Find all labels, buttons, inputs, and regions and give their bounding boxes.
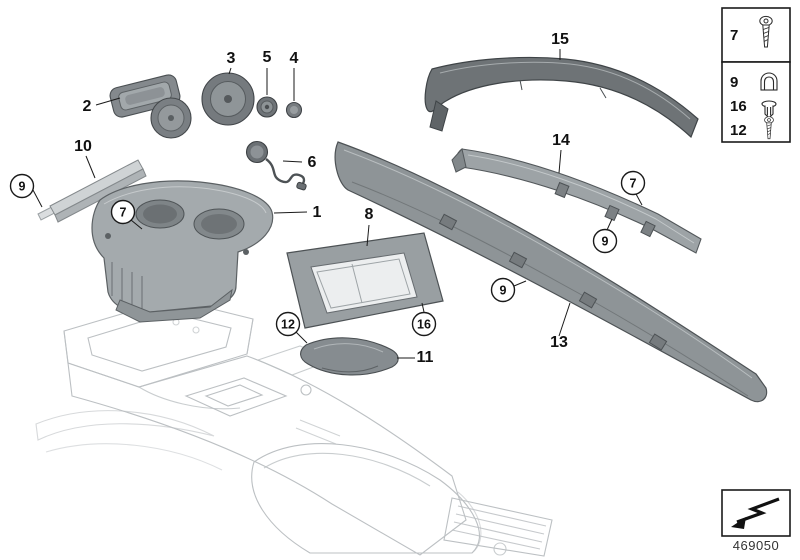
callout-3[interactable]: 3	[227, 50, 236, 67]
part-1-cupholder	[91, 180, 274, 323]
callout-8[interactable]: 8	[365, 206, 374, 223]
balloon-9-left-label: 9	[19, 180, 26, 194]
callout-10[interactable]: 10	[74, 138, 92, 155]
balloon-9-trim14-label: 9	[602, 235, 609, 249]
spring-clip-icon	[760, 72, 778, 91]
part-13-side-trim	[334, 141, 768, 403]
balloon-7-console[interactable]: 7	[110, 199, 136, 225]
part-5-socket	[256, 96, 278, 118]
part-14-trim-strip	[451, 147, 702, 254]
part-15-armrest-trim	[424, 56, 699, 139]
part-4-cap	[285, 101, 303, 119]
drawing-number: 469050	[733, 538, 779, 553]
balloon-9-left[interactable]: 9	[9, 173, 35, 199]
callout-2[interactable]: 2	[83, 98, 92, 115]
part-10-trim-strip	[37, 159, 147, 223]
balloon-9-trim13[interactable]: 9	[490, 277, 516, 303]
callout-4[interactable]: 4	[290, 50, 299, 67]
fold-arrow-icon	[736, 497, 780, 524]
callout-6[interactable]: 6	[308, 154, 317, 171]
legend-16-label: 16	[730, 98, 747, 115]
legend-7-label: 7	[730, 27, 738, 44]
direction-symbol-box	[721, 489, 791, 537]
balloon-12-bracket-label: 12	[281, 318, 295, 332]
callout-14[interactable]: 14	[552, 132, 570, 149]
callout-1[interactable]: 1	[313, 204, 322, 221]
leader-lines	[32, 49, 643, 359]
balloon-7-trim14-label: 7	[630, 177, 637, 191]
callout-15[interactable]: 15	[551, 31, 569, 48]
legend-box-clips[interactable]: 9 16 12	[721, 61, 791, 143]
part-3-coasters	[150, 72, 255, 139]
callout-13[interactable]: 13	[550, 334, 568, 351]
balloon-7-trim14[interactable]: 7	[620, 170, 646, 196]
balloon-9-trim13-label: 9	[500, 284, 507, 298]
legend-9-label: 9	[730, 74, 738, 91]
legend-12-label: 12	[730, 122, 747, 139]
part-8-trim-frame	[286, 232, 444, 329]
legend-box-screw7[interactable]: 7	[721, 7, 791, 63]
balloon-9-trim14[interactable]: 9	[592, 228, 618, 254]
balloon-7-console-label: 7	[120, 206, 127, 220]
balloon-16-frame-label: 16	[417, 318, 431, 332]
callout-11[interactable]: 11	[417, 349, 434, 366]
part-6-socket-cable	[245, 140, 307, 191]
fold-arrow-head	[731, 517, 746, 529]
callout-5[interactable]: 5	[263, 49, 272, 66]
balloon-12-bracket[interactable]: 12	[275, 311, 301, 337]
callout-labels: 2 3 5 4 10 6 1 8 11 15 14 13	[74, 31, 570, 366]
part-11-bracket-trim	[300, 337, 399, 376]
balloon-16-frame[interactable]: 16	[411, 311, 437, 337]
